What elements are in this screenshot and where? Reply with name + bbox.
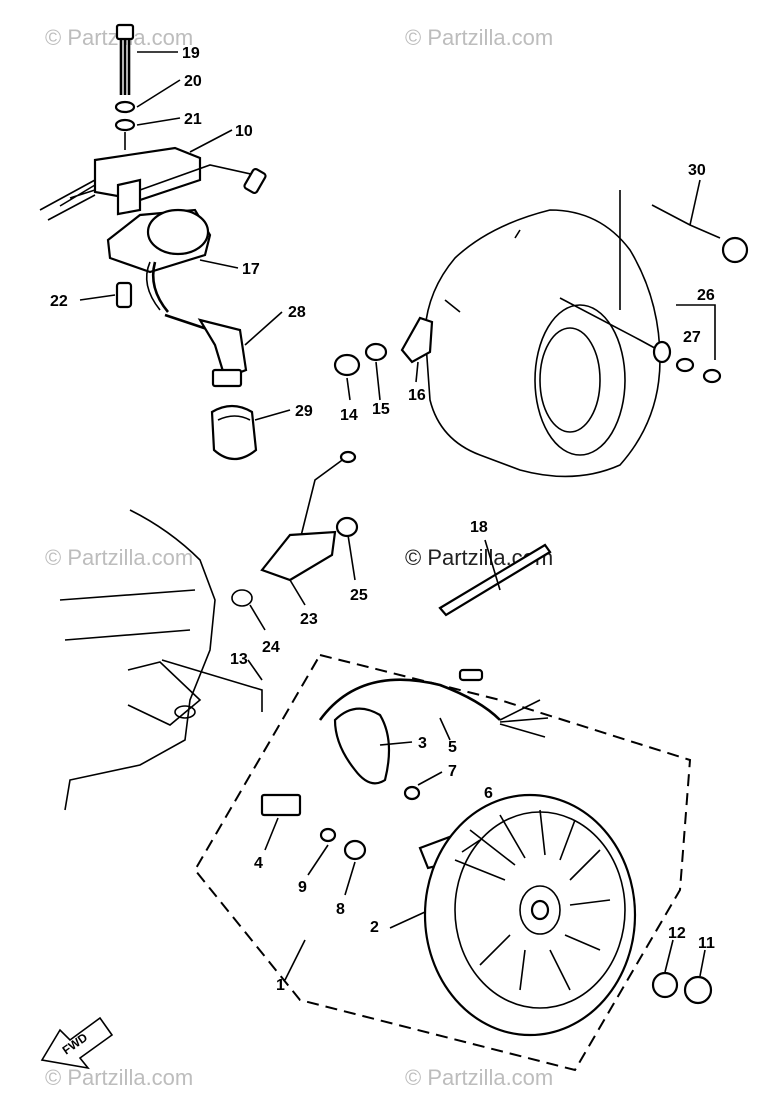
pulser-coil [260, 450, 552, 617]
callout-5: 5 [448, 739, 457, 756]
watermark: © Partzilla.com [405, 25, 553, 50]
watermark: © Partzilla.com [405, 1065, 553, 1090]
callout-1: 1 [276, 977, 285, 994]
callout-4: 4 [254, 855, 263, 872]
callout-20: 20 [184, 73, 202, 90]
engine-block [59, 509, 263, 811]
callout-17: 17 [242, 261, 260, 278]
callout-28: 28 [288, 304, 306, 321]
callout-11: 11 [698, 935, 715, 952]
callout-9: 9 [298, 879, 307, 896]
callout-29: 29 [295, 403, 313, 420]
callout-3: 3 [418, 735, 427, 752]
callout-15: 15 [372, 401, 390, 418]
callout-2: 2 [370, 919, 379, 936]
watermark: © Partzilla.com [45, 1065, 193, 1090]
callout-14: 14 [340, 407, 358, 424]
callout-12: 12 [668, 925, 686, 942]
callouts: 19 20 21 10 17 22 28 29 14 15 16 30 26 2… [50, 45, 715, 994]
callout-7: 7 [448, 763, 457, 780]
spark-plug-cap [164, 313, 258, 461]
fwd-arrow: FWD [40, 1016, 114, 1070]
callout-23: 23 [300, 611, 318, 628]
callout-19: 19 [182, 45, 200, 62]
callout-30: 30 [688, 162, 706, 179]
callout-25: 25 [350, 587, 368, 604]
callout-27: 27 [683, 329, 701, 346]
leader-lines [79, 51, 706, 981]
watermarks: © Partzilla.com © Partzilla.com © Partzi… [45, 25, 553, 1090]
callout-13: 13 [230, 651, 248, 668]
fan-housing [333, 190, 749, 478]
callout-22: 22 [50, 293, 68, 310]
callout-6: 6 [484, 785, 493, 802]
callout-8: 8 [336, 901, 345, 918]
callout-10: 10 [235, 123, 253, 140]
watermark: © Partzilla.com [45, 545, 193, 570]
callout-26: 26 [697, 287, 715, 304]
callout-21: 21 [184, 111, 202, 128]
flywheel-assembly [193, 653, 713, 1072]
callout-24: 24 [262, 639, 280, 656]
callout-18: 18 [470, 519, 488, 536]
callout-16: 16 [408, 387, 426, 404]
ignition-coil-assembly [39, 23, 267, 313]
